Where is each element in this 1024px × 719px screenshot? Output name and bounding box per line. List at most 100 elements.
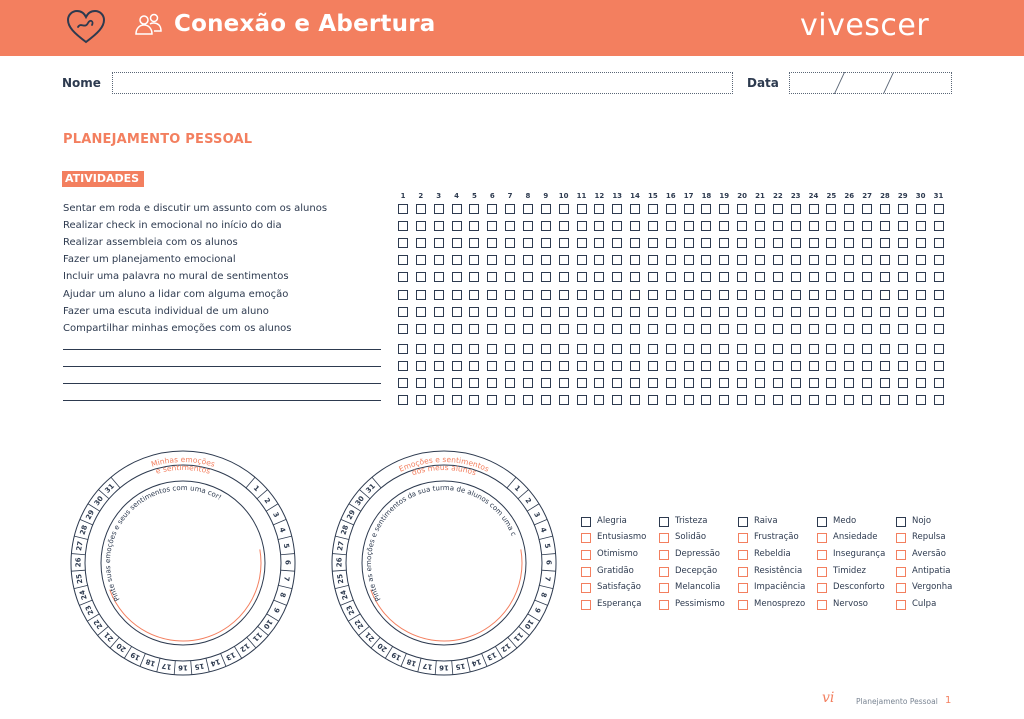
day-checkbox[interactable] — [862, 290, 873, 300]
day-checkbox[interactable] — [451, 255, 462, 265]
day-checkbox[interactable] — [558, 204, 569, 214]
day-checkbox[interactable] — [576, 307, 587, 317]
wheel-day-number[interactable]: 15 — [194, 661, 205, 670]
wheel-day-number[interactable]: 24 — [78, 589, 89, 601]
day-checkbox[interactable] — [612, 290, 623, 300]
wheel-day-number[interactable]: 13 — [224, 650, 236, 662]
day-checkbox[interactable] — [844, 378, 855, 388]
wheel-day-number[interactable]: 7 — [282, 576, 291, 582]
day-checkbox[interactable] — [719, 290, 730, 300]
day-checkbox[interactable] — [398, 395, 408, 405]
emotion-checkbox[interactable] — [581, 567, 591, 577]
day-checkbox[interactable] — [879, 395, 890, 405]
day-checkbox[interactable] — [487, 378, 498, 388]
day-checkbox[interactable] — [630, 344, 641, 354]
wheel-day-number[interactable]: 1 — [513, 484, 522, 493]
day-checkbox[interactable] — [701, 238, 712, 248]
day-checkbox[interactable] — [701, 255, 712, 265]
day-checkbox[interactable] — [790, 221, 801, 231]
day-checkbox[interactable] — [772, 361, 783, 371]
day-checkbox[interactable] — [808, 324, 819, 334]
day-checkbox[interactable] — [469, 204, 480, 214]
day-checkbox[interactable] — [594, 204, 605, 214]
day-checkbox[interactable] — [398, 238, 408, 248]
day-checkbox[interactable] — [755, 344, 765, 354]
emotion-checkbox[interactable] — [738, 533, 748, 543]
day-checkbox[interactable] — [647, 221, 658, 231]
day-checkbox[interactable] — [487, 221, 498, 231]
wheel-day-number[interactable]: 17 — [422, 661, 433, 670]
day-checkbox[interactable] — [772, 255, 783, 265]
day-checkbox[interactable] — [790, 204, 801, 214]
day-checkbox[interactable] — [594, 395, 605, 405]
emotion-checkbox[interactable] — [817, 600, 827, 610]
day-checkbox[interactable] — [701, 204, 712, 214]
day-checkbox[interactable] — [469, 307, 480, 317]
day-checkbox[interactable] — [505, 272, 516, 282]
day-checkbox[interactable] — [665, 378, 676, 388]
day-checkbox[interactable] — [630, 255, 641, 265]
day-checkbox[interactable] — [826, 272, 837, 282]
day-checkbox[interactable] — [612, 204, 623, 214]
day-checkbox[interactable] — [576, 204, 587, 214]
day-checkbox[interactable] — [826, 395, 837, 405]
wheel-day-number[interactable]: 28 — [340, 524, 351, 536]
day-checkbox[interactable] — [933, 378, 944, 388]
day-checkbox[interactable] — [540, 395, 551, 405]
day-checkbox[interactable] — [933, 324, 944, 334]
day-checkbox[interactable] — [790, 238, 801, 248]
day-checkbox[interactable] — [665, 307, 676, 317]
day-checkbox[interactable] — [487, 361, 498, 371]
day-checkbox[interactable] — [415, 307, 426, 317]
day-checkbox[interactable] — [772, 395, 783, 405]
day-checkbox[interactable] — [719, 378, 730, 388]
day-checkbox[interactable] — [844, 272, 855, 282]
day-checkbox[interactable] — [576, 324, 587, 334]
day-checkbox[interactable] — [630, 307, 641, 317]
day-checkbox[interactable] — [415, 324, 426, 334]
emotion-checkbox[interactable] — [896, 583, 906, 593]
day-checkbox[interactable] — [737, 238, 748, 248]
wheel-day-number[interactable]: 5 — [543, 543, 552, 549]
day-checkbox[interactable] — [433, 272, 444, 282]
day-checkbox[interactable] — [719, 272, 730, 282]
day-checkbox[interactable] — [897, 290, 908, 300]
blank-activity-line[interactable] — [63, 366, 381, 367]
day-checkbox[interactable] — [808, 272, 819, 282]
day-checkbox[interactable] — [451, 307, 462, 317]
day-checkbox[interactable] — [772, 290, 783, 300]
day-checkbox[interactable] — [469, 344, 480, 354]
day-checkbox[interactable] — [433, 378, 444, 388]
day-checkbox[interactable] — [558, 361, 569, 371]
day-checkbox[interactable] — [701, 344, 712, 354]
day-checkbox[interactable] — [683, 344, 694, 354]
day-checkbox[interactable] — [808, 204, 819, 214]
wheel-day-number[interactable]: 18 — [145, 657, 157, 668]
day-checkbox[interactable] — [451, 238, 462, 248]
day-checkbox[interactable] — [415, 395, 426, 405]
day-checkbox[interactable] — [630, 204, 641, 214]
day-checkbox[interactable] — [665, 361, 676, 371]
day-checkbox[interactable] — [826, 324, 837, 334]
wheel-day-number[interactable]: 2 — [523, 497, 532, 506]
day-checkbox[interactable] — [915, 378, 926, 388]
day-checkbox[interactable] — [933, 238, 944, 248]
day-checkbox[interactable] — [647, 307, 658, 317]
day-checkbox[interactable] — [612, 307, 623, 317]
day-checkbox[interactable] — [451, 344, 462, 354]
day-checkbox[interactable] — [647, 361, 658, 371]
day-checkbox[interactable] — [772, 378, 783, 388]
day-checkbox[interactable] — [897, 361, 908, 371]
day-checkbox[interactable] — [826, 378, 837, 388]
day-checkbox[interactable] — [897, 307, 908, 317]
day-checkbox[interactable] — [558, 290, 569, 300]
day-checkbox[interactable] — [451, 204, 462, 214]
day-checkbox[interactable] — [522, 344, 533, 354]
day-checkbox[interactable] — [612, 361, 623, 371]
day-checkbox[interactable] — [505, 361, 516, 371]
day-checkbox[interactable] — [862, 221, 873, 231]
day-checkbox[interactable] — [862, 255, 873, 265]
day-checkbox[interactable] — [808, 395, 819, 405]
emotion-checkbox[interactable] — [896, 533, 906, 543]
day-checkbox[interactable] — [701, 272, 712, 282]
